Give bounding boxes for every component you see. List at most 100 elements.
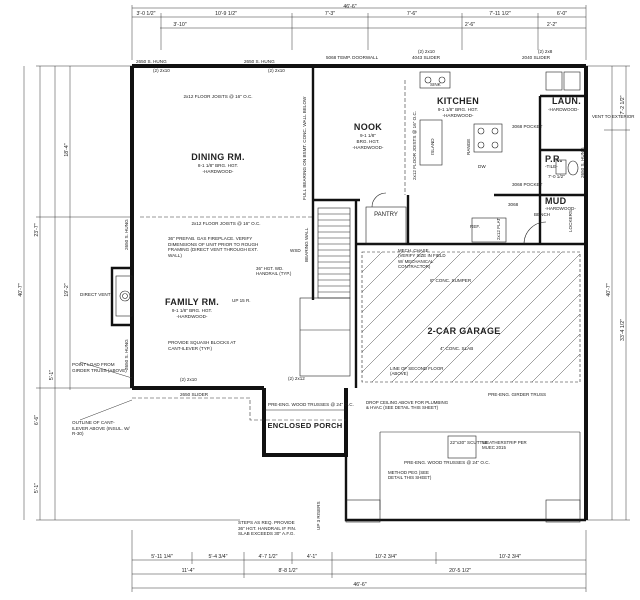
top-dim-seg: 6'-0"	[557, 11, 567, 17]
note-method-wrap: METHOD PEG (SEE DETAIL THIS SHEET)	[388, 470, 432, 481]
note-weatherstrip: WEATHERSTRIP PER MUEC 2015	[482, 440, 527, 451]
header-label: (2) 2x10	[153, 68, 170, 73]
note-trusses-garage: PRE-ENG. WOOD TRUSSES @ 24" O.C.	[404, 460, 490, 465]
room-name-garage: 2-CAR GARAGE	[427, 326, 500, 336]
top-window-labels: 2650 S. HUNG 2650 S. HUNG 5068 TEMP. DOO…	[136, 49, 553, 73]
note-squash: PROVIDE SQUASH BLOCKS AT CANT-ILEVER (TY…	[168, 340, 236, 351]
window-label: 2650 S. HUNG	[580, 147, 585, 178]
note-outline-wrap: OUTLINE OF CANT-ILEVER ABOVE (INSUL. W/ …	[72, 420, 130, 436]
room-desc: -HARDWOOD-	[443, 113, 474, 118]
note-wsd: WSD	[290, 248, 301, 253]
note-steps: STEPS AS REQ. PROVIDE 36" HGT. HANDRAIL …	[238, 520, 297, 536]
top-overall-dim: 46'-6"	[343, 4, 356, 10]
note-dw: DW	[478, 164, 486, 169]
room-desc: 9-1 1/8" BRG. HGT.	[438, 107, 478, 112]
room-desc: -HARDWOOD-	[353, 145, 384, 150]
top-dim-seg: 3'-0 1/2"	[137, 11, 156, 17]
room-name-pantry: PANTRY	[374, 212, 398, 218]
right-dim: 33'-4 1/2"	[620, 319, 626, 341]
header-label: (2) 2x10	[268, 68, 285, 73]
note-hgt: 7'-0 1/2"	[548, 174, 565, 179]
room-desc: -HARDWOOD-	[203, 169, 234, 174]
note-squash-wrap: PROVIDE SQUASH BLOCKS AT CANT-ILEVER (TY…	[168, 340, 236, 351]
note-mech: MECH. CHASE (VERIFY SIZE IN FIELD W/ MEC…	[398, 248, 446, 269]
right-dim: 7'-2 1/2"	[620, 95, 626, 114]
note-fireplace-wrap: 36" PREFAB. GAS FIREPLACE. VERIFY DIMENS…	[168, 236, 259, 258]
room-desc: -HARDWOOD-	[177, 314, 208, 319]
top-dimensions: 46'-6" 3'-0 1/2" 10'-9 1/2" 7'-3" 7'-6" …	[131, 4, 587, 60]
bottom-dim: 5'-11 1/4"	[151, 554, 173, 560]
note-second-floor: LINE OF SECOND FLOOR (ABOVE)	[390, 366, 444, 377]
top-dim-seg: 7'-6"	[407, 11, 417, 17]
note-vent: VENT TO EXTERIOR	[592, 114, 635, 119]
note-point-load: POINT LOAD FROM GIRDER TRUSS (ABOVE)	[72, 362, 127, 373]
room-name-nook: NOOK	[354, 122, 382, 132]
note-fireplace: 36" PREFAB. GAS FIREPLACE. VERIFY DIMENS…	[168, 236, 259, 258]
top-sub-dim: 2'-6"	[465, 22, 475, 28]
top-dim-seg: 7'-11 1/2"	[489, 11, 511, 17]
note-bearing: FULL BEARING ON BSMT. CONC. WALL BELOW	[302, 96, 307, 200]
bottom-dim: 11'-4"	[182, 568, 195, 574]
note-pocket-1: 3068 POCKET	[512, 124, 543, 129]
note-vent-wrap: VENT TO EXTERIOR	[592, 114, 635, 119]
note-flat: 2x12 FLAT	[496, 218, 501, 240]
note-pocket-2: 3068 POCKET	[512, 182, 543, 187]
cantilever-outline	[79, 361, 346, 421]
notes: 2x12 FLOOR JOISTS @ 16" O.C. 2x12 FLOOR …	[72, 82, 635, 536]
note-drop-ceiling: DROP CEILING ABOVE FOR PLUMBING & HVAC (…	[366, 400, 449, 411]
room-name-dining: DINING RM.	[191, 152, 245, 162]
room-name-mud: MUD	[545, 196, 567, 206]
room-name-porch: ENCLOSED PORCH	[267, 421, 342, 430]
top-dim-seg: 7'-3"	[325, 11, 335, 17]
fireplace	[115, 275, 133, 317]
note-range: RANGE	[466, 139, 471, 155]
note-bearing-wall: BEARING WALL	[304, 227, 309, 262]
note-direct-vent: DIRECT VENT	[80, 292, 111, 297]
left-dim: 23'-7"	[34, 223, 40, 236]
header-label: (2) 2x10	[180, 377, 197, 382]
bottom-dim: 10'-2 3/4"	[499, 554, 521, 560]
note-trusses-porch: PRE-ENG. WOOD TRUSSES @ 24" O.C.	[268, 402, 354, 407]
window-label: 2650 S. HUNG	[124, 339, 129, 370]
note-weatherstrip-wrap: WEATHERSTRIP PER MUEC 2015	[482, 440, 527, 451]
bottom-dim: 4'-7 1/2"	[259, 554, 278, 560]
note-sink: SINK	[430, 82, 442, 87]
note-bench: BENCH	[534, 212, 550, 217]
room-desc: 9-1 1/8" BRG. HGT.	[172, 308, 212, 313]
note-method: METHOD PEG (SEE DETAIL THIS SHEET)	[388, 470, 432, 481]
left-dimensions: 18'-4" 23'-7" 19'-2" 5'-1" 6'-6" 5'-1" 4…	[18, 65, 240, 521]
room-desc: 9-1 1/8"	[360, 133, 376, 138]
header-label: (2) 2x8	[538, 49, 553, 54]
header-label: (2) 2x12	[288, 376, 305, 381]
window-label: 2650 S. HUNG	[136, 59, 167, 64]
note-scuttle: 22"x30" SCUTTLE	[450, 440, 488, 445]
left-dim: 5'-1"	[34, 483, 40, 493]
room-desc: -TILE-	[545, 164, 558, 169]
room-name-family: FAMILY RM.	[165, 297, 219, 307]
interior-walls	[140, 66, 586, 411]
room-desc: -HARDWOOD-	[545, 206, 576, 211]
room-labels: DINING RM. 8-1 1/8" BRG. HGT. -HARDWOOD-…	[165, 96, 581, 430]
header-label: (2) 2x10	[418, 49, 435, 54]
note-joists-kitchen: 2x12 FLOOR JOISTS @ 16" O.C.	[412, 111, 417, 180]
note-girder: PRE-ENG. GIRDER TRUSS	[488, 392, 546, 397]
bottom-dim: 10'-2 3/4"	[375, 554, 397, 560]
top-sub-dim: 2'-2"	[547, 22, 557, 28]
room-desc: BRG. HGT.	[357, 139, 380, 144]
room-name-laundry: LAUN.	[552, 96, 581, 106]
left-dim: 5'-1"	[49, 370, 55, 380]
left-dim: 6'-6"	[34, 415, 40, 425]
note-sumper: 8" CONC. SUMPER	[430, 278, 472, 283]
note-handrail: 36" HGT. WD. HANDRAIL (TYP.)	[256, 266, 292, 277]
right-dimensions: 7'-2 1/2" 40'-7" 33'-4 1/2"	[586, 65, 630, 521]
note-island: ISLAND	[430, 138, 435, 155]
note-drop-ceiling-wrap: DROP CEILING ABOVE FOR PLUMBING & HVAC (…	[366, 400, 449, 411]
note-joists-dining: 2x12 FLOOR JOISTS @ 16" O.C.	[183, 94, 252, 99]
note-lockers: LOCKERS	[568, 210, 573, 232]
note-point-load-wrap: POINT LOAD FROM GIRDER TRUSS (ABOVE)	[72, 362, 127, 373]
bottom-dim: 4'-1"	[307, 554, 317, 560]
window-label: 2650 S. HUNG	[244, 59, 275, 64]
note-steps-wrap: STEPS AS REQ. PROVIDE 36" HGT. HANDRAIL …	[238, 520, 297, 536]
garage-slab-hatch	[345, 251, 581, 523]
